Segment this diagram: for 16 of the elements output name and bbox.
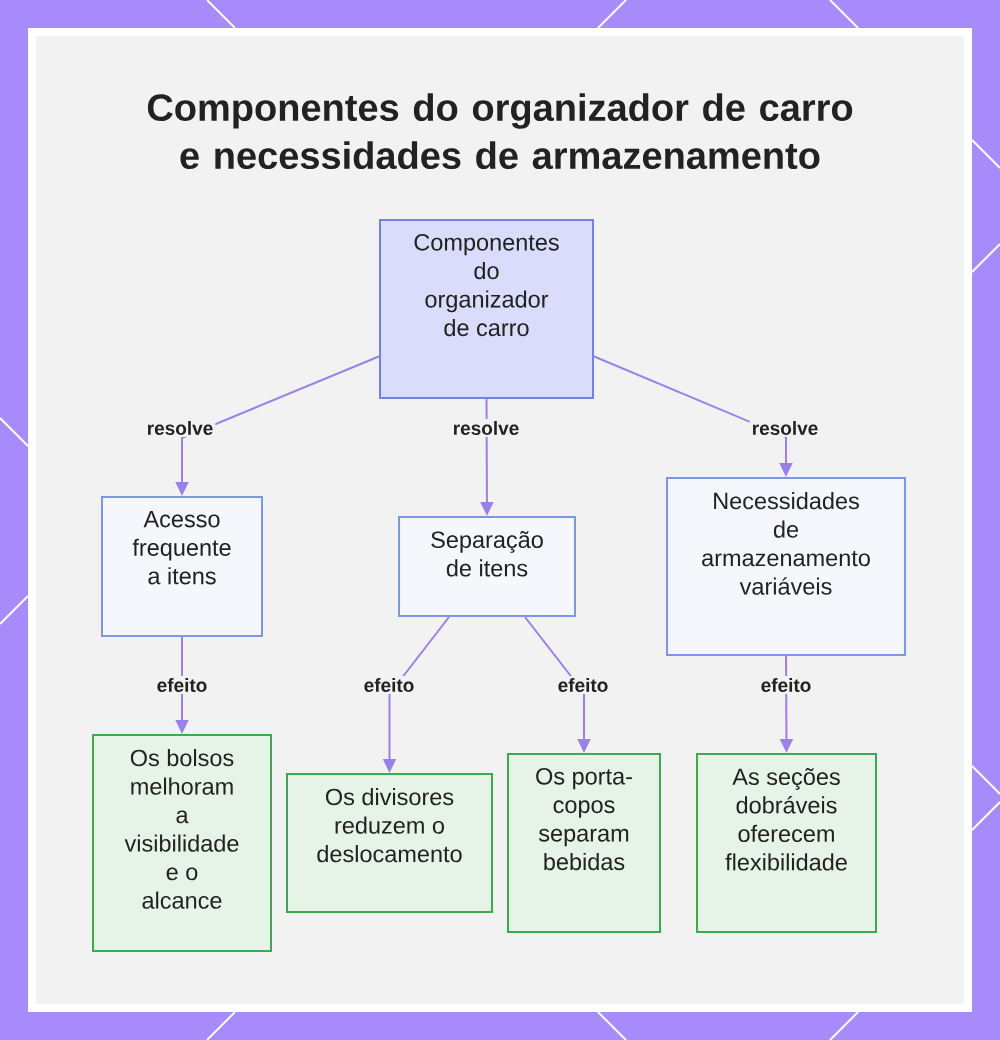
outcome-box: Os porta-copos separam bebidas (507, 753, 661, 933)
main-box: Componentes do organizador de carro (379, 219, 594, 399)
title: Componentes do organizador de carro e necessidades de armazenamento (147, 93, 853, 170)
category-box: Acesso frequente a itens (101, 496, 263, 637)
category-box: Separação de itens (398, 516, 576, 617)
edge-label: resolve (450, 419, 522, 437)
outcome-box: Os bolsos melhoram a visibilidade e o alcance (92, 734, 272, 952)
edge-label: efeito (555, 676, 611, 694)
outcome-box: Os divisores reduzem o deslocamento (286, 773, 493, 913)
outcome-box: As seções dobráveis oferecem flexibilidade (696, 753, 877, 933)
edge-label: efeito (361, 676, 417, 694)
category-box: Necessidades de armazenamento variáveis (666, 477, 906, 656)
edge-label: efeito (154, 676, 210, 694)
edge-label: resolve (749, 419, 821, 437)
edge-label: resolve (144, 419, 216, 437)
edge-label: efeito (758, 676, 814, 694)
